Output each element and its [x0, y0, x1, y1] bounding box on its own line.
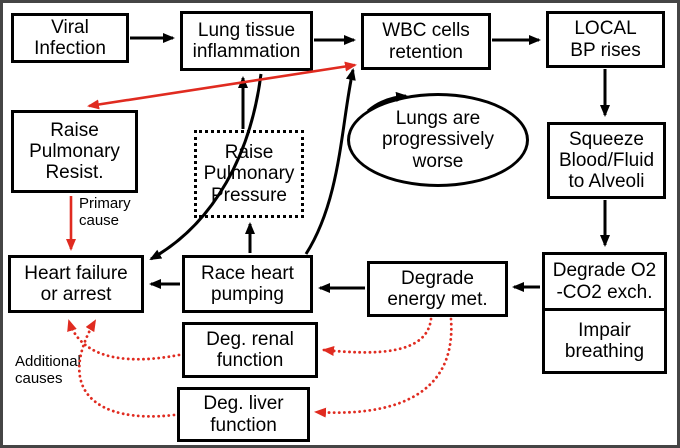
node-raise-pulmonary-resist-label: Raise Pulmonary Resist. [29, 119, 120, 184]
edge-wbc-to-resist [87, 61, 357, 110]
node-lungs-progressively-worse: Lungs are progressively worse [347, 93, 529, 187]
node-heart-failure-label: Heart failure or arrest [24, 262, 128, 305]
node-impair-breathing: Impair breathing [542, 308, 667, 374]
edge-race-to-wbc [304, 68, 356, 255]
node-raise-pulmonary-pressure: Raise Pulmonary Pressure [194, 130, 304, 218]
node-lung-tissue-inflammation-label: Lung tissue inflammation [192, 19, 301, 62]
node-deg-renal-function: Deg. renal function [182, 322, 318, 378]
edge-renal-to-heart [67, 319, 181, 361]
node-heart-failure: Heart failure or arrest [8, 255, 144, 313]
annotation-additional-causes: Additional causes [15, 353, 81, 387]
node-local-bp-rises: LOCAL BP rises [546, 11, 665, 68]
node-raise-pulmonary-pressure-label: Raise Pulmonary Pressure [203, 142, 295, 206]
edge-energy-to-liver [314, 317, 453, 418]
edge-energy-to-renal [322, 317, 433, 356]
node-degrade-o2-co2: Degrade O2 -CO2 exch. [542, 252, 667, 311]
node-degrade-energy-met: Degrade energy met. [367, 261, 508, 317]
node-viral-infection-label: Viral Infection [34, 16, 106, 59]
node-race-heart-pumping-label: Race heart pumping [201, 262, 294, 305]
node-lungs-progressively-worse-label: Lungs are progressively worse [382, 108, 494, 172]
edge-liver-to-heart [77, 319, 176, 418]
node-deg-liver-function: Deg. liver function [177, 387, 310, 442]
node-deg-renal-function-label: Deg. renal function [206, 328, 294, 371]
node-squeeze-blood-fluid-label: Squeeze Blood/Fluid to Alveoli [558, 128, 655, 193]
node-deg-liver-function-label: Deg. liver function [203, 393, 284, 436]
node-lung-tissue-inflammation: Lung tissue inflammation [180, 11, 313, 71]
node-local-bp-rises-label: LOCAL BP rises [570, 18, 641, 61]
node-squeeze-blood-fluid: Squeeze Blood/Fluid to Alveoli [547, 122, 666, 199]
node-wbc-cells-retention-label: WBC cells retention [382, 20, 470, 63]
annotation-primary-cause: Primary cause [79, 195, 131, 229]
node-raise-pulmonary-resist: Raise Pulmonary Resist. [11, 110, 138, 193]
node-viral-infection: Viral Infection [11, 13, 129, 63]
node-impair-breathing-label: Impair breathing [564, 319, 645, 362]
node-race-heart-pumping: Race heart pumping [182, 255, 313, 313]
node-degrade-o2-co2-label: Degrade O2 -CO2 exch. [552, 260, 657, 303]
node-degrade-energy-met-label: Degrade energy met. [387, 267, 488, 310]
node-wbc-cells-retention: WBC cells retention [361, 13, 491, 70]
